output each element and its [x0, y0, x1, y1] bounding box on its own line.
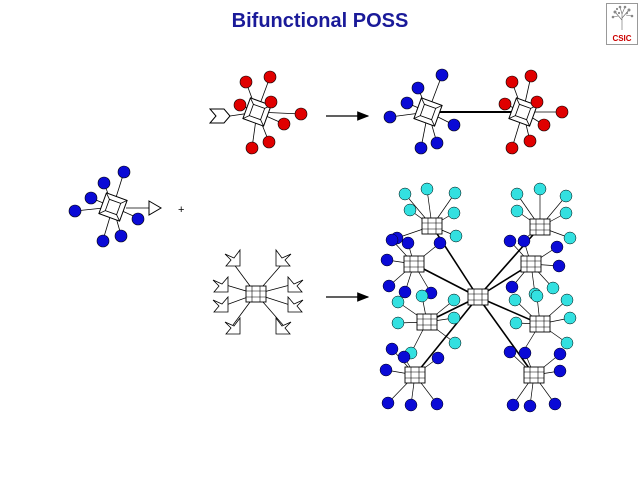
product-star-network — [379, 182, 577, 413]
arrow-group-icon — [287, 295, 304, 313]
satellite-lower-right — [508, 289, 577, 356]
csic-logo: CSIC — [606, 3, 638, 45]
plus-sign: + — [178, 204, 184, 216]
slide-title: Bifunctional POSS — [231, 10, 409, 32]
arrow-group-icon — [212, 295, 229, 313]
central-poss-cube — [467, 288, 489, 306]
reactant-red-poss — [208, 70, 308, 155]
satellite-top-right — [510, 182, 577, 245]
arrow-group-icon — [224, 248, 241, 267]
satellite-top-left — [390, 182, 463, 245]
satellite-lower-left — [391, 289, 462, 360]
arrow-group-icon — [275, 248, 292, 267]
arrow-group-icon — [212, 275, 229, 293]
arrow-functional-group-icon — [208, 108, 231, 124]
satellite-bottom-left — [379, 342, 445, 412]
arrow-group-icon — [224, 316, 241, 335]
logo-text: CSIC — [612, 34, 632, 43]
satellite-mid-right — [503, 234, 566, 301]
satellite-mid-left — [380, 233, 447, 300]
reactant-blue-poss — [68, 165, 162, 248]
arrow-group-icon — [287, 275, 304, 293]
arrow-group-icon — [275, 316, 292, 335]
product-dimer — [383, 68, 569, 155]
triangle-functional-group-icon — [148, 200, 162, 216]
logo-tree-icon — [611, 5, 634, 30]
reactant-octa-arrow-poss — [212, 248, 304, 335]
satellite-bottom-right — [503, 345, 567, 413]
